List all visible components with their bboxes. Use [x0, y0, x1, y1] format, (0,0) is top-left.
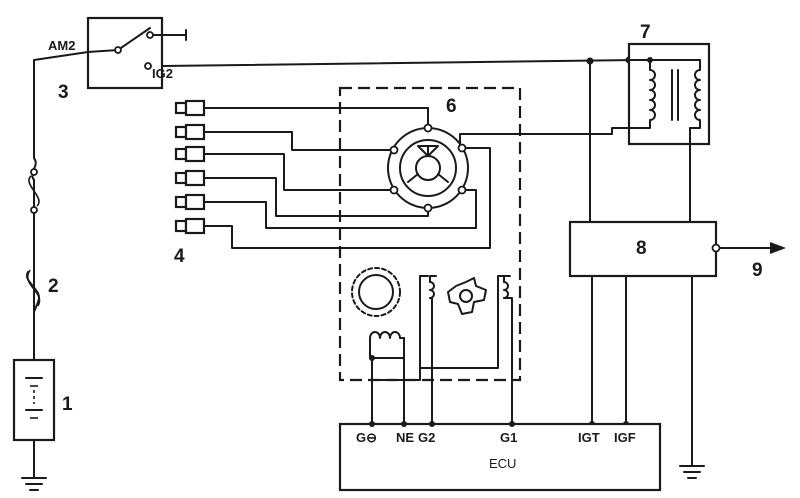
igniter-ground-icon: [679, 465, 705, 479]
ne-timing-rotor: [351, 267, 401, 317]
fusible-link: [25, 269, 41, 356]
g1-pickup-coil: [503, 275, 513, 425]
ignition-switch: [86, 16, 187, 90]
g2-pickup-coil: [429, 275, 437, 425]
spark-plug: [174, 189, 477, 229]
igniter: [568, 220, 718, 278]
coil-igniter-wiring: [459, 127, 691, 223]
terminal-g2-label: G2: [418, 430, 435, 445]
distributor-cap: [387, 123, 469, 213]
callout-tachometer-output: 9: [752, 260, 763, 281]
callout-spark-plugs: 4: [174, 246, 185, 267]
spark-plugs: [174, 99, 491, 249]
callout-distributor: 6: [446, 96, 457, 117]
callout-battery: 1: [62, 394, 73, 415]
terminal-am2-label: AM2: [48, 38, 75, 53]
spark-plug: [174, 145, 391, 191]
callout-fusible-link: 2: [48, 276, 59, 297]
terminal-igf-label: IGF: [614, 430, 636, 445]
spark-plug: [174, 123, 391, 151]
terminal-igt-label: IGT: [578, 430, 600, 445]
terminal-ne-label: NE: [396, 430, 414, 445]
terminal-g-minus-label: G⊖: [356, 430, 377, 445]
spark-plug: [174, 169, 429, 217]
g-timing-rotor: [447, 277, 487, 315]
ignition-coil: [627, 42, 711, 146]
terminal-ig2-label: IG2: [152, 66, 173, 81]
battery: [12, 358, 56, 442]
callout-ignition-switch: 3: [58, 82, 69, 103]
tachometer-output-arrow: [711, 242, 786, 254]
callout-ignition-coil: 7: [640, 22, 651, 43]
distributor-housing: [338, 86, 522, 382]
spark-plug: [174, 147, 491, 249]
callout-igniter: 8: [636, 238, 647, 259]
g-common-wire: [371, 275, 505, 381]
battery-ground-icon: [21, 477, 47, 491]
ecu-label: ECU: [489, 456, 516, 471]
fuse: [28, 168, 40, 269]
terminal-g1-label: G1: [500, 430, 517, 445]
ne-pickup-coil: [369, 331, 405, 425]
ecu: [338, 421, 662, 492]
spark-plug: [174, 99, 429, 125]
